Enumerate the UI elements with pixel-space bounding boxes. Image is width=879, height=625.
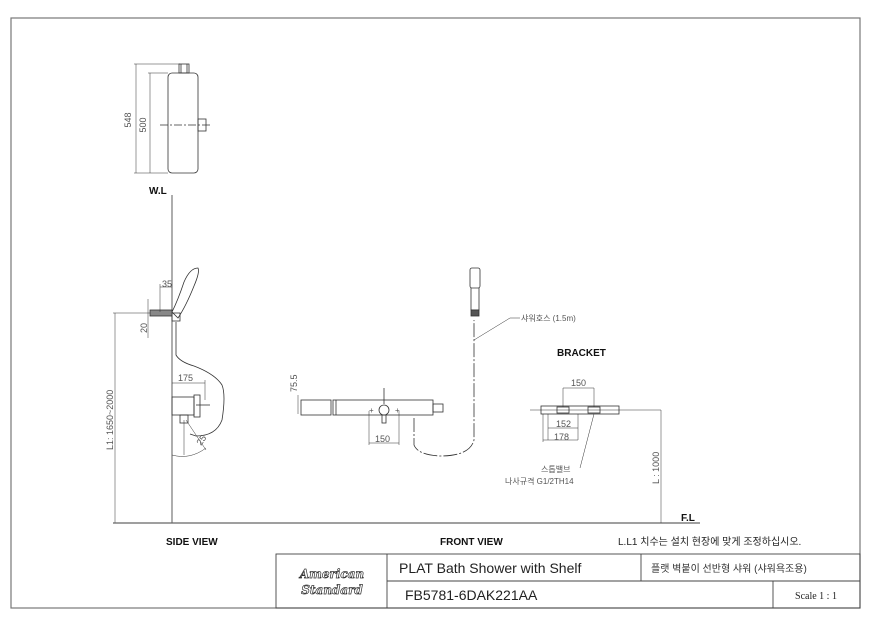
dim-20: 20 <box>139 323 149 333</box>
top-view <box>134 63 210 523</box>
front-view: + + <box>297 267 520 457</box>
wall-line-label: W.L <box>149 186 167 197</box>
floor-level-label: F.L <box>681 513 695 524</box>
dim-35: 35 <box>162 279 172 289</box>
front-view-label: FRONT VIEW <box>440 537 503 548</box>
dim-l1: L1: 1650~2000 <box>105 390 115 450</box>
bracket-view <box>530 387 662 523</box>
dim-175: 175 <box>178 373 193 383</box>
thread-note: 나사규격 G1/2TH14 <box>505 476 574 486</box>
dim-178: 178 <box>554 432 569 442</box>
product-name: PLAT Bath Shower with Shelf <box>399 560 581 576</box>
product-name-ko: 플랫 벽붙이 선반형 샤워 (샤워욕조용) <box>651 562 807 575</box>
stop-valve-note: 스톱밸브 <box>541 464 570 474</box>
model-number: FB5781-6DAK221AA <box>405 587 538 603</box>
dim-150-front: 150 <box>375 434 390 444</box>
dim-548: 548 <box>123 112 133 127</box>
svg-text:+: + <box>395 406 400 415</box>
dim-75-5: 75.5 <box>289 374 299 392</box>
title-block <box>275 553 861 609</box>
scale-label: Scale 1 : 1 <box>795 591 837 602</box>
bracket-label: BRACKET <box>557 348 606 359</box>
hose-note: 샤워호스 (1.5m) <box>521 313 576 323</box>
side-view-label: SIDE VIEW <box>166 537 218 548</box>
dim-500: 500 <box>138 117 148 132</box>
side-view <box>113 267 225 523</box>
dim-l-1000: L : 1000 <box>651 452 661 484</box>
dim-150-bracket: 150 <box>571 378 586 388</box>
brand-logo-line2: Standard <box>301 583 363 597</box>
brand-logo-line1: American <box>299 567 364 581</box>
svg-text:+: + <box>369 406 374 415</box>
dim-152: 152 <box>556 419 571 429</box>
dim-25: 25 <box>194 433 208 447</box>
adjust-note: L.L1 치수는 설치 현장에 맞게 조정하십시오. <box>618 535 801 548</box>
